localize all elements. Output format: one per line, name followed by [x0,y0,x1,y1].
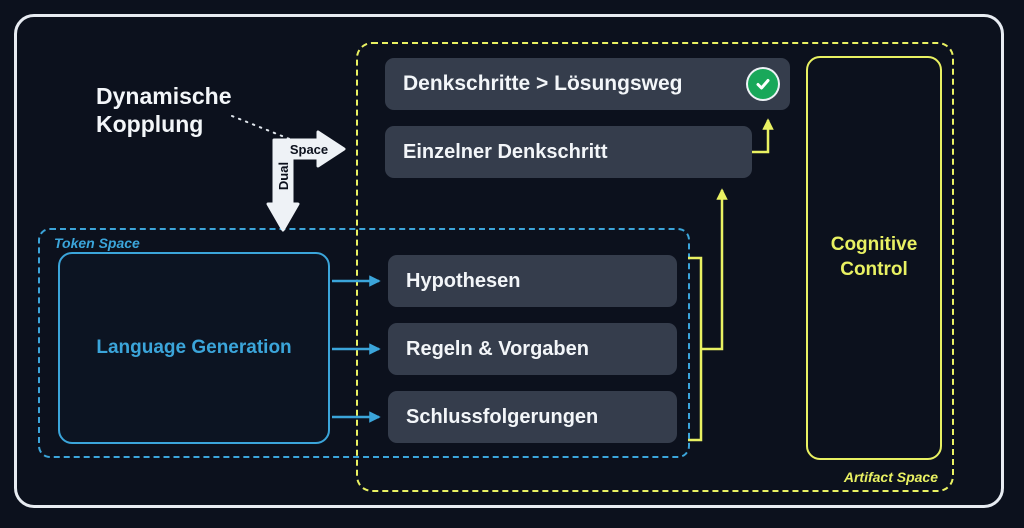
single-step-box: Einzelner Denkschritt [385,126,752,178]
solution-path-box: Denkschritte > Lösungsweg [385,58,790,110]
language-generation-label: Language Generation [96,337,292,358]
artifact-space-region: Artifact Space [356,42,954,492]
artifact-item-hypotheses: Hypothesen [388,255,677,307]
artifact-item-label: Schlussfolgerungen [406,405,599,428]
dynamic-coupling-label: Dynamische Kopplung [96,83,232,138]
solution-path-label: Denkschritte > Lösungsweg [403,72,683,95]
artifact-space-label: Artifact Space [843,469,938,485]
cognitive-control-box: Cognitive Control [806,56,942,460]
language-generation-box: Language Generation [58,252,330,444]
outer-panel [14,14,1004,508]
cognitive-control-label: Cognitive Control [830,234,918,280]
check-icon [756,79,770,90]
artifact-item-rules: Regeln & Vorgaben [388,323,677,375]
token-space-label: Token Space [54,235,140,251]
artifact-item-label: Regeln & Vorgaben [406,337,589,360]
single-step-label: Einzelner Denkschritt [403,140,608,163]
check-circle [748,69,778,99]
artifact-item-label: Hypothesen [406,269,521,292]
artifact-item-conclusions: Schlussfolgerungen [388,391,677,443]
